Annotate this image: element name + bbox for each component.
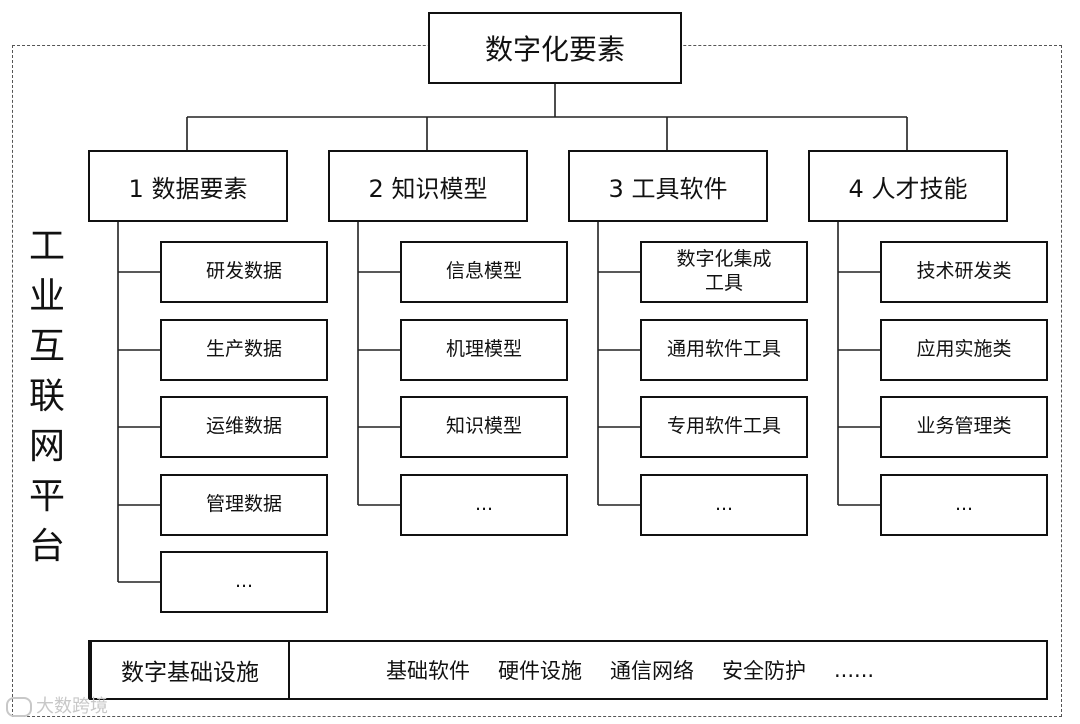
item-more: ... (880, 474, 1048, 536)
infrastructure-item: 通信网络 (610, 659, 694, 683)
item-specialized-software-tool: 专用软件工具 (640, 396, 808, 458)
item-business-management: 业务管理类 (880, 396, 1048, 458)
platform-title-char: 台 (28, 526, 65, 567)
item-production-data: 生产数据 (160, 319, 328, 381)
infrastructure-item: 安全防护 (722, 659, 806, 683)
item-operations-data: 运维数据 (160, 396, 328, 458)
infrastructure-item: ...... (834, 658, 875, 682)
platform-title-char: 网 (28, 426, 65, 467)
item-more: ... (640, 474, 808, 536)
item-more: ... (400, 474, 568, 536)
root-node: 数字化要素 (428, 12, 682, 84)
category-data-elements: 1 数据要素 (88, 150, 288, 222)
platform-title: 工 业 互 联 网 平 台 (24, 222, 70, 572)
infrastructure-bar: 数字基础设施 基础软件 硬件设施 通信网络 安全防护 ...... (88, 640, 1048, 700)
platform-title-char: 联 (28, 376, 65, 417)
platform-title-char: 互 (28, 326, 65, 367)
infrastructure-items: 基础软件 硬件设施 通信网络 安全防护 ...... (386, 642, 902, 698)
infrastructure-item: 基础软件 (386, 659, 470, 683)
item-general-software-tool: 通用软件工具 (640, 319, 808, 381)
item-application-implementation: 应用实施类 (880, 319, 1048, 381)
item-more: ... (160, 551, 328, 613)
watermark: 大数跨境 (6, 692, 108, 718)
platform-title-char: 平 (28, 476, 65, 517)
item-mechanism-model: 机理模型 (400, 319, 568, 381)
item-tech-rd: 技术研发类 (880, 241, 1048, 303)
item-rd-data: 研发数据 (160, 241, 328, 303)
watermark-text: 大数跨境 (36, 696, 108, 717)
item-information-model: 信息模型 (400, 241, 568, 303)
item-management-data: 管理数据 (160, 474, 328, 536)
watermark-logo-icon (6, 697, 32, 717)
infrastructure-title: 数字基础设施 (90, 640, 290, 700)
category-talent-skills: 4 人才技能 (808, 150, 1008, 222)
item-knowledge-model: 知识模型 (400, 396, 568, 458)
platform-title-char: 业 (28, 276, 65, 317)
category-tool-software: 3 工具软件 (568, 150, 768, 222)
category-knowledge-models: 2 知识模型 (328, 150, 528, 222)
platform-title-char: 工 (28, 226, 65, 267)
item-digital-integration-tool: 数字化集成 工具 (640, 241, 808, 303)
infrastructure-item: 硬件设施 (498, 659, 582, 683)
